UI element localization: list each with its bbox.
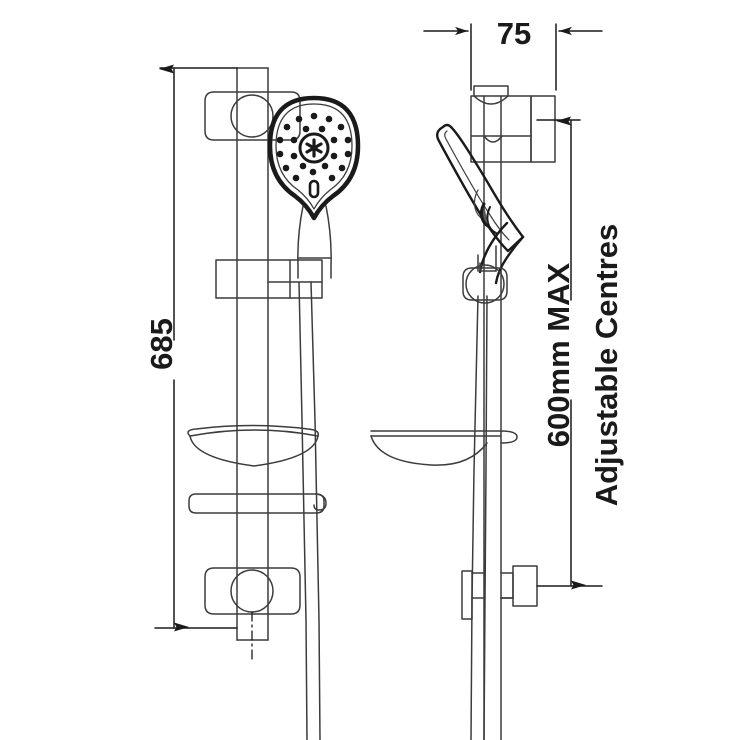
handset-shower-head-profile: [436, 123, 525, 285]
lower-wall-bracket: [461, 565, 538, 620]
dimension-annotations: [154, 23, 603, 632]
dimension-600mm-max-label: 600mm MAX: [541, 263, 576, 448]
dimension-75: [423, 23, 603, 91]
adjustable-centres-note-label: Adjustable Centres: [589, 224, 624, 507]
sliding-handset-holder: [215, 259, 323, 299]
dimension-75-label: 75: [497, 16, 531, 51]
soap-dish: [187, 424, 320, 467]
handset-shower-head-face: [267, 95, 361, 221]
flexible-hose: [298, 281, 321, 740]
upper-wall-bracket: [204, 91, 301, 141]
vertical-slide-rail: [236, 67, 269, 641]
dimension-685: [154, 64, 238, 632]
lower-wall-bracket: [204, 567, 301, 615]
flexible-hose: [470, 295, 488, 740]
upper-wall-bracket: [470, 85, 556, 163]
side-elevation-view: [370, 85, 556, 740]
soap-dish: [370, 430, 518, 466]
nozzle-dots: [276, 112, 352, 182]
hose-retaining-clip: [188, 493, 327, 514]
wall-flange: [530, 95, 556, 163]
front-elevation-view: [187, 67, 361, 740]
handset-handle: [297, 205, 332, 279]
centre-rosette-icon: [305, 138, 323, 158]
dimension-685-label: 685: [144, 318, 179, 370]
dimension-600mm-max: [536, 116, 603, 590]
sliding-handset-holder: [462, 264, 508, 304]
